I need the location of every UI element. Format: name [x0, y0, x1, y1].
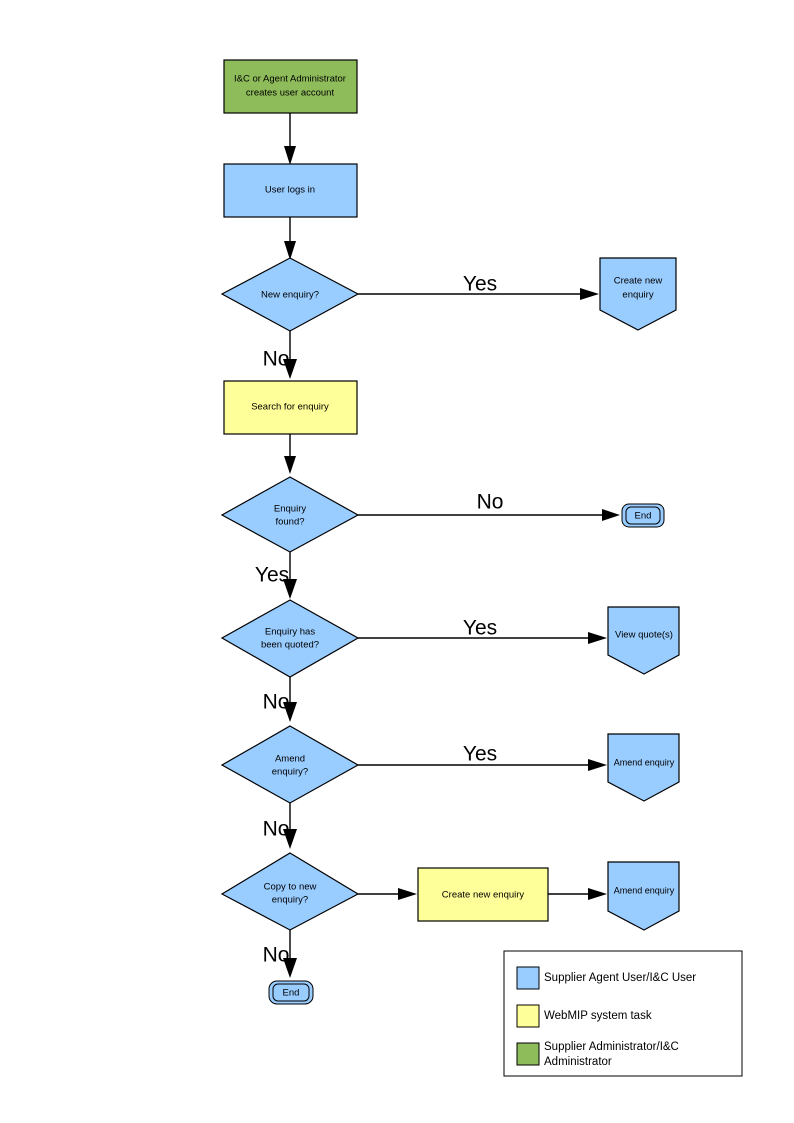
node-shape-pentagon [607, 733, 680, 802]
arrowhead-n13-n14 [588, 888, 607, 900]
node-label-line-1: Copy to new [264, 882, 317, 893]
arrowhead-n6-n7 [602, 509, 620, 521]
node-end-terminator-bottom[interactable]: End [268, 980, 314, 1005]
node-shape-terminator-inner [272, 983, 310, 1002]
node-create-new-enquiry-system[interactable]: Create new enquiry [417, 867, 549, 922]
node-admin-creates-user-account[interactable]: I&C or Agent Administrator creates user … [223, 59, 358, 114]
node-shape-process [417, 867, 549, 922]
node-shape-process [223, 380, 358, 435]
legend: Supplier Agent User/I&C User WebMIP syst… [503, 950, 743, 1077]
edge-label-no-enquiry-found: No [477, 491, 504, 514]
node-amend-enquiry-decision[interactable]: Amend enquiry? [220, 725, 360, 804]
legend-label-admin-line-1: Supplier Administrator/I&C [544, 1041, 679, 1053]
arrowhead-n12-n15 [283, 958, 297, 978]
edge-labels: Yes No No Yes Yes No Yes No No [255, 273, 504, 967]
arrowhead-n12-n13 [398, 888, 417, 900]
node-label: User logs in [265, 185, 315, 196]
legend-label-admin-line-2: Administrator [544, 1056, 612, 1068]
node-label: End [635, 511, 652, 522]
node-copy-to-new-enquiry-decision[interactable]: Copy to new enquiry? [220, 852, 360, 931]
arrowhead-n3-n4 [580, 288, 599, 300]
arrowhead-n1-n2 [284, 146, 296, 165]
node-enquiry-found-decision[interactable]: Enquiry found? [220, 476, 360, 553]
legend-swatch-user [516, 966, 540, 990]
node-label-line-1: I&C or Agent Administrator [234, 74, 346, 85]
arrowhead-n5-n6 [284, 456, 296, 474]
node-label-line-1: Amend [275, 754, 305, 765]
legend-panel [503, 950, 743, 1077]
node-label: New enquiry? [261, 290, 319, 301]
edge-label-no-new-enquiry: No [263, 348, 290, 371]
edge-label-no-amend-enquiry: No [263, 818, 290, 841]
arrowhead-n10-n12 [283, 829, 297, 849]
node-label-line-1: Enquiry has [265, 627, 315, 638]
node-label-line-2: enquiry [622, 290, 653, 301]
arrowhead-n3-n5 [283, 359, 297, 379]
node-shape-decision [220, 852, 360, 931]
node-create-new-enquiry-manual[interactable]: Create new enquiry [599, 257, 677, 331]
edge-label-yes-enquiry-found: Yes [255, 564, 289, 587]
node-shape-decision [220, 476, 360, 553]
edge-label-yes-enquiry-quoted: Yes [463, 617, 497, 640]
node-label: Create new enquiry [442, 890, 525, 901]
node-label-line-1: Enquiry [274, 504, 306, 515]
node-label-line-2: found? [275, 517, 304, 528]
arrowhead-n8-n9 [588, 632, 607, 644]
node-shape-decision [220, 599, 360, 678]
legend-label-system: WebMIP system task [544, 1010, 652, 1022]
node-shape-process [223, 59, 358, 114]
node-label: View quote(s) [615, 630, 673, 641]
arrowhead-n8-n10 [283, 702, 297, 722]
node-amend-enquiry-manual-1[interactable]: Amend enquiry [607, 733, 680, 802]
edge-label-yes-new-enquiry: Yes [463, 273, 497, 296]
node-shape-pentagon [607, 861, 680, 931]
node-label: Amend enquiry [614, 885, 675, 895]
node-label-line-2: enquiry? [272, 895, 308, 906]
node-shape-process [223, 163, 358, 218]
edge-label-no-copy-to-new: No [263, 944, 290, 967]
legend-swatch-admin [516, 1042, 540, 1066]
arrowhead-n6-n8 [283, 579, 297, 599]
node-shape-decision [220, 257, 360, 332]
node-label-line-2: enquiry? [272, 767, 308, 778]
node-label: Search for enquiry [251, 402, 329, 413]
connectors [283, 113, 620, 978]
node-label: Amend enquiry [614, 757, 675, 767]
node-user-logs-in[interactable]: User logs in [223, 163, 358, 218]
node-shape-terminator-inner [625, 506, 661, 525]
node-end-terminator-top[interactable]: End [621, 503, 665, 528]
legend-label-user: Supplier Agent User/I&C User [544, 972, 696, 984]
node-search-for-enquiry[interactable]: Search for enquiry [223, 380, 358, 435]
node-label-line-2: been quoted? [261, 640, 319, 651]
node-label-line-1: Create new [614, 276, 663, 287]
edge-label-yes-amend-enquiry: Yes [463, 743, 497, 766]
node-view-quotes-manual[interactable]: View quote(s) [607, 606, 680, 675]
legend-swatch-system [516, 1004, 540, 1028]
node-shape-pentagon [599, 257, 677, 331]
edge-label-no-enquiry-quoted: No [263, 691, 290, 714]
node-label-line-2: creates user account [246, 88, 335, 99]
node-enquiry-quoted-decision[interactable]: Enquiry has been quoted? [220, 599, 360, 678]
arrowhead-n2-n3 [284, 241, 296, 260]
node-shape-pentagon [607, 606, 680, 675]
node-shape-decision [220, 725, 360, 804]
node-label: End [283, 988, 300, 999]
node-new-enquiry-decision[interactable]: New enquiry? [220, 257, 360, 332]
arrowhead-n10-n11 [588, 759, 607, 771]
node-amend-enquiry-manual-2[interactable]: Amend enquiry [607, 861, 680, 931]
